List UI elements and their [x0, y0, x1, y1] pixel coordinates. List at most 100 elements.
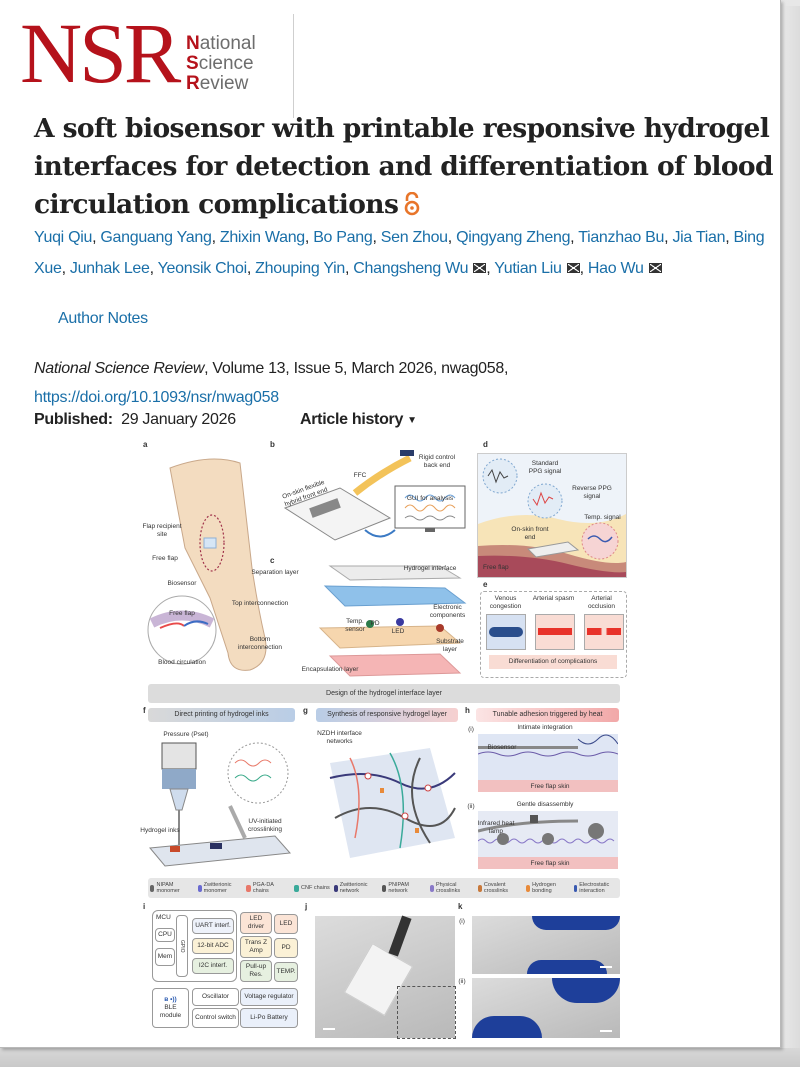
label-ffc: FFC	[353, 472, 367, 479]
author-link[interactable]: Jia Tian	[672, 229, 726, 246]
block-mem: Mem	[155, 948, 175, 966]
legend-swatch-icon	[150, 884, 155, 892]
caret-down-icon: ▼	[407, 415, 417, 426]
block-oscillator: Oscillator	[192, 988, 239, 1006]
label-rigid-control-back-end: Rigid control back end	[418, 454, 456, 469]
label-temp-signal: Temp. signal	[584, 514, 621, 521]
legend-swatch-icon	[429, 884, 434, 892]
label-gentle-disassembly: Gentle disassembly	[516, 801, 574, 808]
label-uv-crosslinking: UV-initiated crosslinking	[248, 818, 282, 833]
panel-label-i: i	[143, 902, 146, 911]
legend-item: Electrostatic interaction	[573, 882, 618, 894]
arterial-spasm-box	[535, 614, 575, 650]
flap-monitoring-illustration	[478, 458, 626, 577]
author-link[interactable]: Zhouping Yin	[255, 260, 345, 277]
page-shadow-bottom	[0, 1048, 800, 1067]
label-on-skin-front-end-d: On-skin front end	[511, 526, 549, 541]
legend-label: Zwitterionic monomer	[203, 882, 232, 894]
page-shadow-right	[781, 6, 800, 1067]
author-link[interactable]: Junhak Lee	[69, 260, 150, 277]
article-history-label: Article history	[300, 411, 404, 428]
label-differentiation: Differentiation of complications	[489, 655, 617, 669]
panel-e-frame: Venous congestion Arterial spasm Arteria…	[480, 591, 627, 678]
email-icon[interactable]	[566, 263, 580, 273]
panel-g-banner: Synthesis of responsive hydrogel layer	[316, 708, 458, 722]
legend-item: CNF chains	[294, 884, 330, 892]
label-standard-ppg: Standard PPG signal	[528, 460, 562, 475]
author-link[interactable]: Tianzhao Bu	[578, 229, 665, 246]
logo-wordmark: National Science Review	[186, 33, 256, 94]
journal-name: National Science Review	[34, 360, 205, 377]
label-reverse-ppg: Reverse PPG signal	[572, 485, 612, 500]
label-nzdh-networks: NZDH interface networks	[317, 730, 362, 745]
author-separator: ,	[664, 229, 673, 246]
email-icon[interactable]	[648, 263, 662, 273]
label-inset-free-flap: Free flap	[169, 610, 195, 617]
author-separator: ,	[486, 260, 495, 277]
arm-illustration	[147, 458, 267, 671]
legend-swatch-icon	[477, 884, 482, 892]
label-h-i: (i)	[468, 726, 474, 733]
bending-photo-i	[472, 916, 620, 974]
label-h-ii: (ii)	[467, 803, 475, 810]
author-link[interactable]: Hao Wu	[587, 260, 644, 277]
design-banner: Design of the hydrogel interface layer	[148, 684, 620, 703]
open-access-icon	[404, 189, 420, 227]
author-notes-link[interactable]: Author Notes	[58, 310, 148, 327]
author-link[interactable]: Ganguang Yang	[100, 229, 212, 246]
author-link[interactable]: Bo Pang	[313, 229, 373, 246]
label-infrared-lamp: Infrared heat lamp	[477, 820, 515, 835]
legend-item: Zwitterionic network	[333, 882, 378, 894]
author-separator: ,	[447, 229, 457, 246]
label-arterial-occlusion: Arterial occlusion	[587, 595, 616, 610]
author-separator: ,	[149, 260, 158, 277]
panel-f-banner: Direct printing of hydrogel inks	[148, 708, 295, 722]
author-separator: ,	[246, 260, 256, 277]
email-icon[interactable]	[473, 263, 487, 273]
legend-swatch-icon	[246, 884, 251, 892]
label-venous-congestion: Venous congestion	[489, 595, 522, 610]
published-date: 29 January 2026	[121, 411, 236, 428]
label-free-flap-d: Free flap	[483, 564, 509, 571]
author-link[interactable]: Changsheng Wu	[353, 260, 469, 277]
block-pull-up: Pull-up Res.	[240, 960, 272, 982]
citation-details: , Volume 13, Issue 5, March 2026, nwag05…	[204, 360, 509, 377]
block-temp: TEMP.	[274, 962, 298, 982]
panel-label-k: k	[458, 902, 463, 911]
label-hydrogel-inks: Hydrogel inks	[140, 827, 180, 834]
author-separator: ,	[725, 229, 734, 246]
label-pd: PD	[370, 620, 380, 627]
block-adc: 12-bit ADC	[192, 938, 234, 954]
author-link[interactable]: Yuqi Qiu	[34, 229, 93, 246]
logo-abbr: NSR	[20, 5, 181, 101]
legend-item: NIPAM monomer	[150, 882, 194, 894]
logo-divider	[293, 14, 294, 118]
label-k-ii: (ii)	[458, 978, 466, 985]
label-top-interconnection: Top interconnection	[231, 600, 289, 607]
author-separator: ,	[372, 229, 381, 246]
doi-link[interactable]: https://doi.org/10.1093/nsr/nwag058	[34, 389, 279, 406]
author-link[interactable]: Bing Xue	[34, 229, 765, 277]
author-separator: ,	[570, 229, 579, 246]
graphical-abstract-figure[interactable]: a Flap recipient site Free flap Biosenso…	[140, 438, 670, 1046]
disassembly-scene	[478, 811, 618, 869]
bending-photo-ii	[472, 978, 620, 1038]
block-control-switch: Control switch	[192, 1008, 239, 1028]
legend-item: PNIPAM network	[381, 882, 426, 894]
author-link[interactable]: Yeonsik Choi	[157, 260, 248, 277]
author-link[interactable]: Qingyang Zheng	[456, 229, 571, 246]
legend-swatch-icon	[198, 884, 202, 892]
label-free-flap-skin-1: Free flap skin	[530, 783, 570, 790]
block-led-driver: LED driver	[240, 912, 272, 934]
author-link[interactable]: Sen Zhou	[380, 229, 448, 246]
author-separator: ,	[92, 229, 101, 246]
legend-label: Electrostatic interaction	[579, 882, 610, 894]
author-link[interactable]: Yutian Liu	[494, 260, 562, 277]
label-pressure: Pressure (Pset)	[163, 731, 209, 738]
label-k-i: (i)	[459, 918, 465, 925]
legend-swatch-icon	[333, 884, 338, 892]
legend-swatch-icon	[525, 884, 531, 892]
block-uart: UART interf.	[192, 918, 234, 934]
author-link[interactable]: Zhixin Wang	[219, 229, 305, 246]
article-history-toggle[interactable]: Article history▼	[300, 411, 417, 429]
